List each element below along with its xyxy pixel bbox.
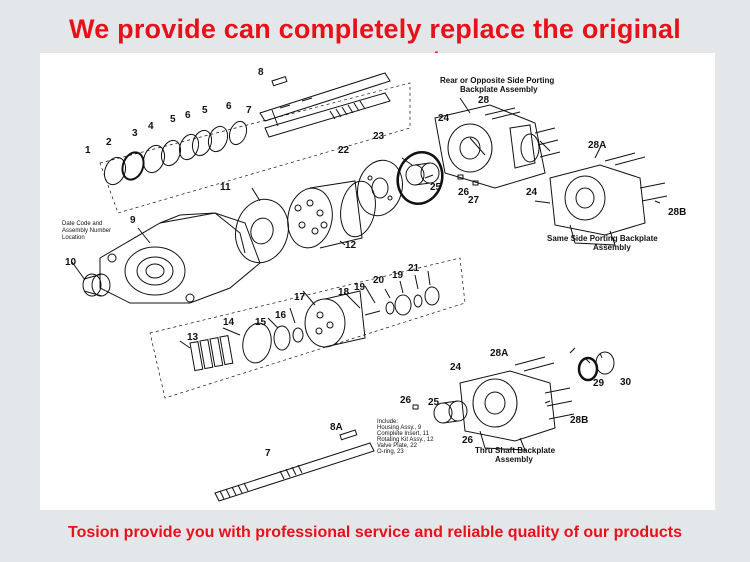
part-2-seal xyxy=(121,151,145,181)
rear-backplate-caption-line2: Backplate Assembly xyxy=(460,85,538,94)
include-note-line1: Include: xyxy=(377,419,398,425)
part-label-14: 14 xyxy=(223,317,235,328)
part-label-28A-bottom: 28A xyxy=(490,348,508,359)
part-13-pistons xyxy=(189,335,234,372)
part-8-key xyxy=(271,76,288,87)
part-label-13: 13 xyxy=(187,332,199,343)
part-label-18: 18 xyxy=(338,287,350,298)
part-label-1: 1 xyxy=(85,145,91,156)
part-label-19b: 19 xyxy=(392,270,404,281)
date-code-note-line3: Location xyxy=(62,235,85,241)
rear-backplate-caption-line1: Rear or Opposite Side Porting xyxy=(440,76,554,85)
part-label-7b: 7 xyxy=(265,448,271,459)
part-30-ring xyxy=(595,351,615,375)
part-label-28B-bottom: 28B xyxy=(570,415,588,426)
part-label-26b: 26 xyxy=(400,395,412,406)
part-label-26a: 26 xyxy=(458,187,470,198)
part-label-6: 6 xyxy=(185,110,191,121)
part-8A-key xyxy=(339,429,358,441)
thru-shaft-caption-line1: Thru Shaft Backplate xyxy=(475,446,556,455)
part-label-10: 10 xyxy=(65,257,77,268)
part-7-shaft-splined xyxy=(264,92,391,138)
part-label-26c: 26 xyxy=(462,435,474,446)
part-25a-bearing xyxy=(405,162,440,186)
part-21-snap-ring xyxy=(424,286,440,306)
part-label-12: 12 xyxy=(345,240,357,251)
part-label-28: 28 xyxy=(478,95,490,106)
include-note-line2: Housing Assy., 9 xyxy=(377,425,422,431)
part-label-2: 2 xyxy=(106,137,112,148)
part-label-15: 15 xyxy=(255,317,267,328)
part-label-28A-top: 28A xyxy=(588,140,606,151)
part-label-20: 20 xyxy=(373,275,385,286)
part-23-o-ring xyxy=(396,150,444,206)
exploded-parts-diagram: 1 2 3 4 5 6 5 6 7 8 9 10 11 12 13 14 15 … xyxy=(40,53,715,510)
same-side-caption-line1: Same Side Porting Backplate xyxy=(547,234,658,243)
thru-shaft-caption-line2: Assembly xyxy=(495,455,533,464)
part-25b-bearing xyxy=(433,400,468,424)
part-label-3: 3 xyxy=(132,128,138,139)
part-label-8A: 8A xyxy=(330,422,343,433)
part-label-9: 9 xyxy=(130,215,136,226)
part-5a-ring xyxy=(178,133,200,161)
part-label-19a: 19 xyxy=(354,282,366,293)
part-19a-washer xyxy=(385,301,395,315)
same-side-caption-line2: Assembly xyxy=(593,243,631,252)
include-note-line6: O-ring, 23 xyxy=(377,449,404,455)
part-label-24a: 24 xyxy=(438,113,450,124)
thru-shaft-backplate-drawing xyxy=(459,356,575,451)
date-code-note-line2: Assembly Number xyxy=(62,228,111,234)
part-6-bearing xyxy=(191,129,213,157)
part-label-24b: 24 xyxy=(526,187,538,198)
part-label-11: 11 xyxy=(220,182,231,193)
part-label-4: 4 xyxy=(148,121,154,132)
part-9-housing xyxy=(99,212,261,304)
top-kit-outline xyxy=(99,82,411,214)
part-7-long-shaft xyxy=(214,442,375,502)
part-26b-pin xyxy=(412,404,419,410)
part-label-6b: 6 xyxy=(226,101,232,112)
rear-backplate-drawing xyxy=(434,104,561,189)
rotating-kit-outline xyxy=(149,257,466,399)
footer-tagline: Tosion provide you with professional ser… xyxy=(67,524,683,541)
part-label-25b: 25 xyxy=(428,397,440,408)
part-19b-washer xyxy=(413,294,423,308)
part-label-8: 8 xyxy=(258,67,264,78)
include-note-line5: Valve Plate, 22 xyxy=(377,443,418,449)
part-20-spring xyxy=(394,294,412,316)
part-12-rotating-kit xyxy=(287,180,376,249)
part-label-28B-top: 28B xyxy=(668,207,686,218)
part-16-spring xyxy=(292,327,304,343)
parts-diagram-svg: 1 2 3 4 5 6 5 6 7 8 9 10 11 12 13 14 15 … xyxy=(62,67,686,502)
include-note-line3: Complete Insert, 11 xyxy=(377,431,430,437)
part-14-retainer xyxy=(242,322,272,364)
part-4-washer xyxy=(160,139,182,167)
part-label-27: 27 xyxy=(468,195,480,206)
part-label-30: 30 xyxy=(620,377,632,388)
part-label-21: 21 xyxy=(408,263,420,274)
part-label-7a: 7 xyxy=(246,105,252,116)
part-5b-ring xyxy=(207,125,229,153)
part-label-23: 23 xyxy=(373,131,385,142)
part-label-25a: 25 xyxy=(430,182,442,193)
part-label-5b: 5 xyxy=(202,105,208,116)
part-label-22: 22 xyxy=(338,145,350,156)
part-7-shaft-keyed xyxy=(259,72,391,127)
include-note-line4: Rotating Kit Assy., 12 xyxy=(377,437,434,443)
part-label-17: 17 xyxy=(294,292,306,303)
part-18-pin xyxy=(364,310,381,316)
part-10-bearing xyxy=(82,273,111,297)
part-label-5a: 5 xyxy=(170,114,176,125)
part-11-insert xyxy=(235,198,289,264)
part-15-ball-guide xyxy=(273,325,291,351)
date-code-note-line1: Date Code and xyxy=(62,221,102,227)
same-side-backplate-drawing xyxy=(549,152,668,246)
part-17-cylinder-block xyxy=(304,290,366,348)
part-label-29: 29 xyxy=(593,378,605,389)
part-label-16: 16 xyxy=(275,310,287,321)
part-label-24c: 24 xyxy=(450,362,462,373)
